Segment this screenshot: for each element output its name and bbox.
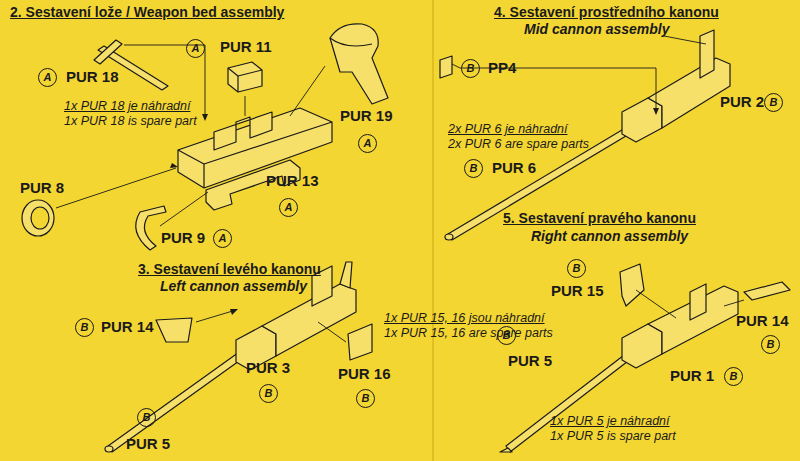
spare-note: 2x PUR 6 je náhradní	[448, 122, 568, 136]
part-label: PUR 9	[161, 229, 205, 246]
part-label: PUR 5	[508, 352, 552, 369]
part-label: PUR 1	[670, 367, 714, 384]
circled-letter: A	[38, 68, 57, 87]
spare-note: 1x PUR 15, 16 are spare parts	[384, 326, 553, 340]
circled-letter: B	[724, 367, 743, 386]
circled-letter: B	[356, 389, 375, 408]
spare-note: 1x PUR 5 is spare part	[550, 429, 676, 443]
spare-note: 1x PUR 18 je náhradní	[64, 99, 190, 113]
section-heading: 2. Sestavení lože / Weapon bed assembly	[10, 4, 284, 20]
part-label: PUR 15	[551, 282, 604, 299]
section-heading: Mid cannon assembly	[524, 21, 669, 37]
part-label: PP4	[488, 59, 516, 76]
circled-letter: B	[761, 335, 780, 354]
circled-letter: A	[213, 229, 232, 248]
letter-code: B	[81, 322, 89, 333]
letter-code: B	[362, 393, 370, 404]
letter-code: A	[219, 233, 227, 244]
letter-code: B	[143, 412, 151, 423]
part-label: PUR 8	[20, 179, 64, 196]
part-label: PUR 14	[101, 318, 154, 335]
circled-letter: A	[186, 39, 205, 58]
part-label: PUR 5	[126, 435, 170, 452]
part-label: PUR 2	[720, 93, 764, 110]
circled-letter: B	[464, 159, 483, 178]
part-label: PUR 14	[736, 312, 789, 329]
section-heading: 4. Sestavení prostředního kanonu	[494, 4, 719, 20]
circled-letter: A	[279, 198, 298, 217]
letter-code: B	[573, 263, 581, 274]
section-heading: 5. Sestavení pravého kanonu	[503, 210, 696, 226]
spare-note: 1x PUR 15, 16 jsou náhradní	[384, 311, 545, 325]
letter-code: B	[767, 339, 775, 350]
letter-code: B	[470, 163, 478, 174]
letter-code: B	[770, 97, 778, 108]
spare-note: 1x PUR 18 is spare part	[64, 114, 197, 128]
circled-letter: B	[259, 384, 278, 403]
spare-note: 2x PUR 6 are spare parts	[448, 137, 589, 151]
circled-letter: B	[75, 318, 94, 337]
part-label: PUR 18	[66, 68, 119, 85]
part-label: PUR 11	[220, 38, 272, 55]
part-label: PUR 6	[492, 159, 536, 176]
part-label: PUR 16	[338, 365, 391, 382]
letter-code: B	[265, 388, 273, 399]
section-heading: Left cannon assembly	[160, 278, 307, 294]
circled-letter: B	[764, 93, 783, 112]
part-label: PUR 19	[340, 107, 393, 124]
circled-letter: B	[461, 59, 480, 78]
letter-code: A	[44, 72, 52, 83]
part-label: PUR 3	[246, 359, 290, 376]
spare-note: 1x PUR 5 je náhradní	[550, 414, 670, 428]
letter-code: A	[285, 202, 293, 213]
letter-code: A	[364, 138, 372, 149]
letter-code: B	[730, 371, 738, 382]
circled-letter: B	[567, 259, 586, 278]
circled-letter: A	[358, 134, 377, 153]
letter-code: A	[192, 43, 200, 54]
section-heading: 3. Sestavení levého kanonu	[138, 261, 321, 277]
letter-code: B	[467, 63, 475, 74]
part-label: PUR 13	[266, 172, 319, 189]
section-heading: Right cannon assembly	[531, 228, 688, 244]
circled-letter: B	[137, 408, 156, 427]
